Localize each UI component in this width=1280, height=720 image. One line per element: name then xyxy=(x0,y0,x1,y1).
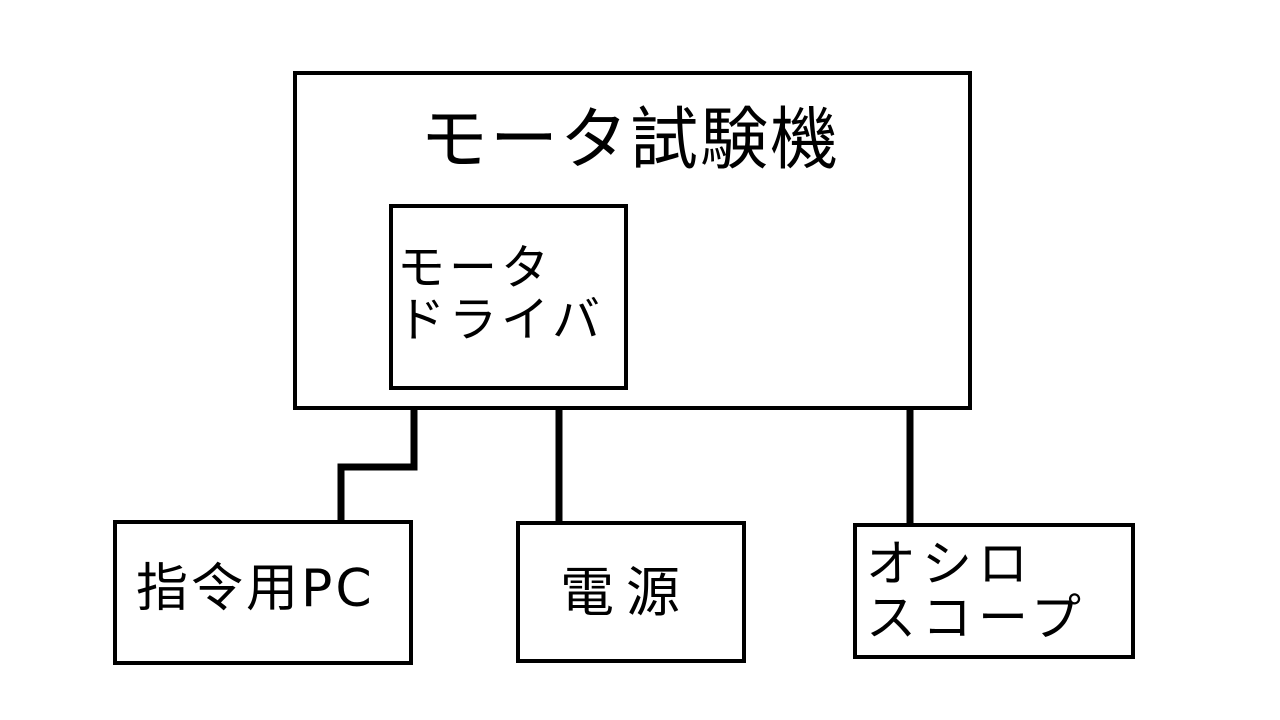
motor-driver-label-line2: ドライバ xyxy=(397,291,605,348)
oscilloscope-label-line2: スコープ xyxy=(866,589,1087,647)
power-supply-box xyxy=(516,521,746,663)
command-pc-box xyxy=(113,520,413,665)
motor-driver-label: モータ ドライバ xyxy=(397,240,605,348)
command-pc-label: 指令用PC xyxy=(136,559,375,619)
oscilloscope-label: オシロ スコープ xyxy=(866,537,1087,645)
motor-tester-title: モータ試験機 xyxy=(420,101,841,180)
motor-driver-box xyxy=(389,204,628,390)
power-supply-label: 電源 xyxy=(560,561,692,624)
driver-to-pc-wire xyxy=(337,390,418,522)
oscilloscope-label-line1: オシロ xyxy=(866,535,1034,593)
oscilloscope-box xyxy=(853,523,1135,659)
motor-driver-label-line1: モータ xyxy=(397,240,554,296)
